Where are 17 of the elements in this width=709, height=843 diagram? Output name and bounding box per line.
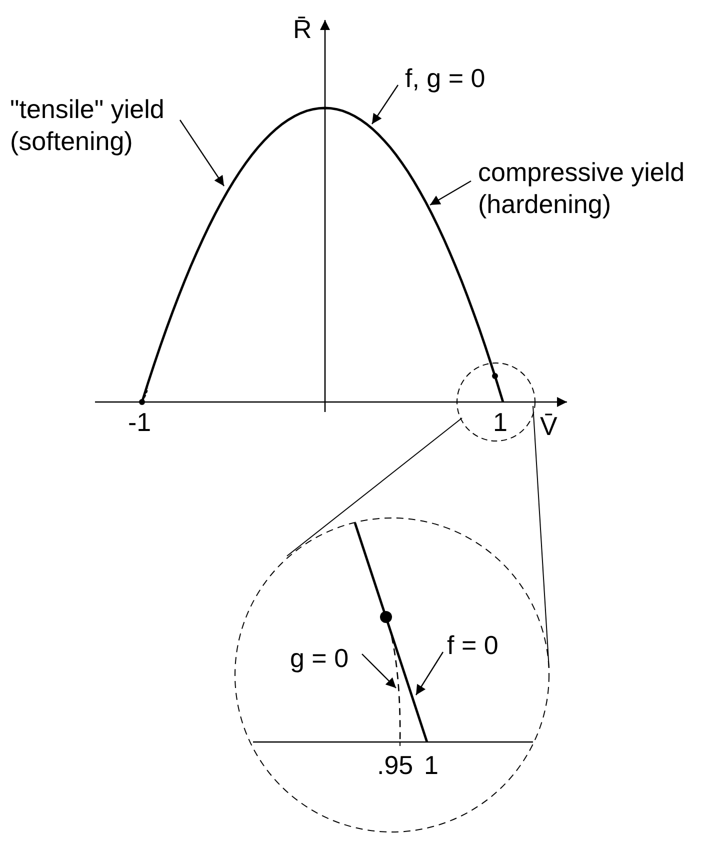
axis-label: V̄ xyxy=(540,410,558,442)
curve-label: compressive yield (hardening) xyxy=(478,156,709,220)
yield-line xyxy=(354,522,428,742)
leader-arrow xyxy=(430,180,472,206)
curve-label: f, g = 0 xyxy=(405,62,545,94)
leader-arrow xyxy=(416,652,444,696)
curve-label: f = 0 xyxy=(447,629,537,661)
tick-label: 1 xyxy=(424,749,438,781)
axis-label: R̄ xyxy=(293,13,312,45)
leader-arrow xyxy=(362,654,396,688)
leader-arrow xyxy=(180,120,224,186)
leader-arrow xyxy=(372,84,398,124)
tick-label: .95 xyxy=(377,749,414,781)
tick-label: -1 xyxy=(128,406,152,438)
curve-label: g = 0 xyxy=(290,642,380,674)
tick-label: 1 xyxy=(493,406,508,438)
curve-label: "tensile" yield (softening) xyxy=(10,93,200,157)
